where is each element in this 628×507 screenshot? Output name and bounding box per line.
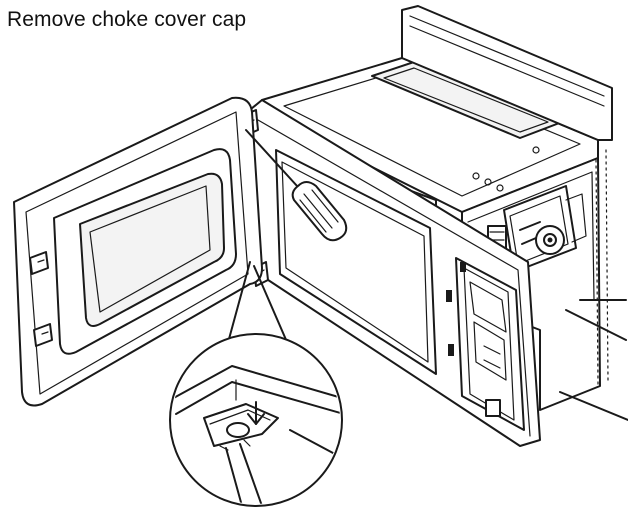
magnifier-detail-icon: [169, 261, 343, 507]
caption: Remove choke cover cap: [7, 8, 247, 31]
screwdriver-icon: [245, 129, 348, 242]
oven-door: [13, 96, 263, 407]
